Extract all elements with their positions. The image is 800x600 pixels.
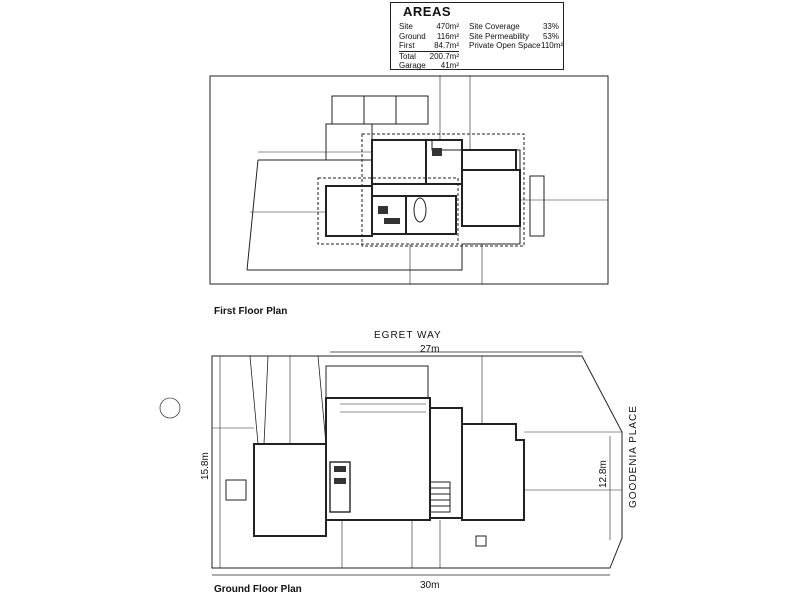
area-value: 53% (542, 31, 559, 41)
areas-table: AREAS Site 470m² Ground 116m² First 84.7m² … (390, 2, 564, 70)
ground-floor-site-boundary (211, 355, 623, 569)
balcony (529, 175, 545, 237)
area-value: 116m² (436, 31, 459, 41)
areas-right-column: Site Coverage 33% Site Permeability 53% Pr… (469, 22, 564, 51)
stair-zone (429, 407, 463, 519)
ensuite (371, 195, 407, 235)
area-row: Garage 41m² (399, 61, 459, 71)
street-goodenia-place: GOODENIA PLACE (628, 405, 639, 508)
first-floor-site-boundary (209, 75, 609, 285)
area-label: Ground (399, 31, 426, 41)
punch-hole (159, 397, 181, 419)
area-row: Site Coverage 33% (469, 22, 559, 32)
wir (461, 149, 517, 171)
dimension-right: 12.8m (598, 460, 609, 488)
solar-panel (395, 95, 429, 125)
landing (405, 195, 457, 235)
area-value: 33% (542, 22, 559, 31)
area-row: Site 470m² (399, 22, 459, 32)
dimension-top: 27m (420, 344, 440, 355)
bed-room-1 (371, 139, 427, 185)
areas-left-column: Site 470m² Ground 116m² First 84.7m² Total 2… (399, 22, 459, 71)
area-label: Private Open Space (469, 41, 541, 51)
ground-floor-title: Ground Floor Plan (214, 584, 302, 595)
clothesline (225, 479, 247, 501)
areas-title: AREAS (403, 4, 452, 19)
street-egret-way: EGRET WAY (374, 330, 442, 341)
area-value: 84.7m² (434, 41, 459, 51)
area-value: 110m² (541, 41, 564, 51)
area-label: Total (399, 51, 416, 61)
area-row: First 84.7m² (399, 41, 459, 51)
bed-room-3 (325, 185, 373, 237)
solar-panel (331, 95, 365, 125)
solar-panel (363, 95, 397, 125)
area-row-total: Total 200.7m² (399, 50, 459, 62)
area-value: 41m² (440, 61, 459, 71)
first-floor-roof-edge (246, 159, 259, 271)
area-label: Garage (399, 61, 426, 71)
family-room (325, 397, 431, 521)
area-value: 200.7m² (429, 51, 459, 61)
area-label: Site (399, 22, 413, 31)
letterbox (475, 535, 487, 547)
upper-outline-dashed (361, 133, 525, 247)
dimension-left: 15.8m (200, 452, 211, 480)
ground-floor-outline-dashed (317, 177, 459, 245)
laundry (329, 461, 351, 513)
area-row: Site Permeability 53% (469, 32, 559, 42)
lounge-room (461, 423, 525, 521)
first-floor-title: First Floor Plan (214, 306, 288, 317)
dimension-bottom: 30m (420, 580, 440, 591)
bathroom-upper (425, 139, 463, 185)
bed-room-2 (461, 169, 521, 227)
stairs (429, 481, 451, 513)
first-floor-roof-outline (247, 139, 521, 271)
area-row: Ground 116m² (399, 32, 459, 42)
garage (253, 443, 327, 537)
area-label: Site Coverage (469, 22, 520, 31)
deck (325, 365, 429, 399)
area-label: Site Permeability (469, 31, 530, 41)
area-value: 470m² (436, 22, 459, 31)
area-label: First (399, 41, 415, 51)
